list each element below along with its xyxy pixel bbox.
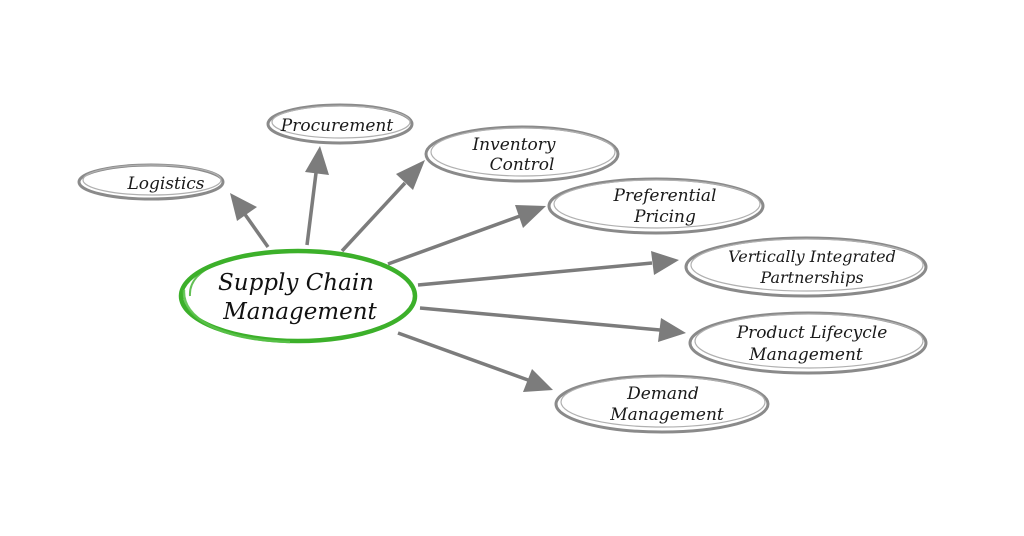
node-plm-line1: Product Lifecycle xyxy=(736,323,888,343)
node-preferential-pricing: Preferential Pricing xyxy=(547,177,765,235)
arrow-to-vertically-integrated-partnerships xyxy=(417,251,679,287)
node-vertically-integrated-partnerships: Vertically Integrated Partnerships xyxy=(684,236,928,298)
node-demand-management-line2: Management xyxy=(609,405,724,425)
node-preferential-pricing-line2: Pricing xyxy=(633,207,696,227)
node-vip-line2: Partnerships xyxy=(759,268,863,287)
node-inventory-control-line1: Inventory xyxy=(471,135,555,155)
node-product-lifecycle-management: Product Lifecycle Management xyxy=(688,311,928,375)
node-plm-line2: Management xyxy=(748,345,863,365)
node-procurement: Procurement xyxy=(266,103,414,145)
center-label-line2: Management xyxy=(222,299,377,325)
arrow-to-demand-management xyxy=(397,331,553,392)
node-demand-management-line1: Demand xyxy=(626,384,699,404)
arrow-to-inventory-control xyxy=(340,160,425,253)
arrow-to-product-lifecycle-management xyxy=(419,306,686,342)
center-label-line1: Supply Chain xyxy=(218,270,374,296)
center-node: Supply Chain Management xyxy=(178,248,418,344)
node-demand-management: Demand Management xyxy=(554,374,770,434)
node-procurement-label: Procurement xyxy=(280,116,394,136)
node-inventory-control-line2: Control xyxy=(490,155,555,175)
arrows xyxy=(230,146,686,392)
node-vip-line1: Vertically Integrated xyxy=(728,247,896,266)
arrow-to-logistics xyxy=(230,193,270,249)
arrow-to-preferential-pricing xyxy=(387,205,546,266)
node-inventory-control: Inventory Control xyxy=(424,125,620,183)
arrow-to-procurement xyxy=(305,146,329,246)
node-logistics-label: Logistics xyxy=(126,174,204,194)
node-preferential-pricing-line1: Preferential xyxy=(613,186,717,206)
node-logistics: Logistics xyxy=(77,163,225,201)
